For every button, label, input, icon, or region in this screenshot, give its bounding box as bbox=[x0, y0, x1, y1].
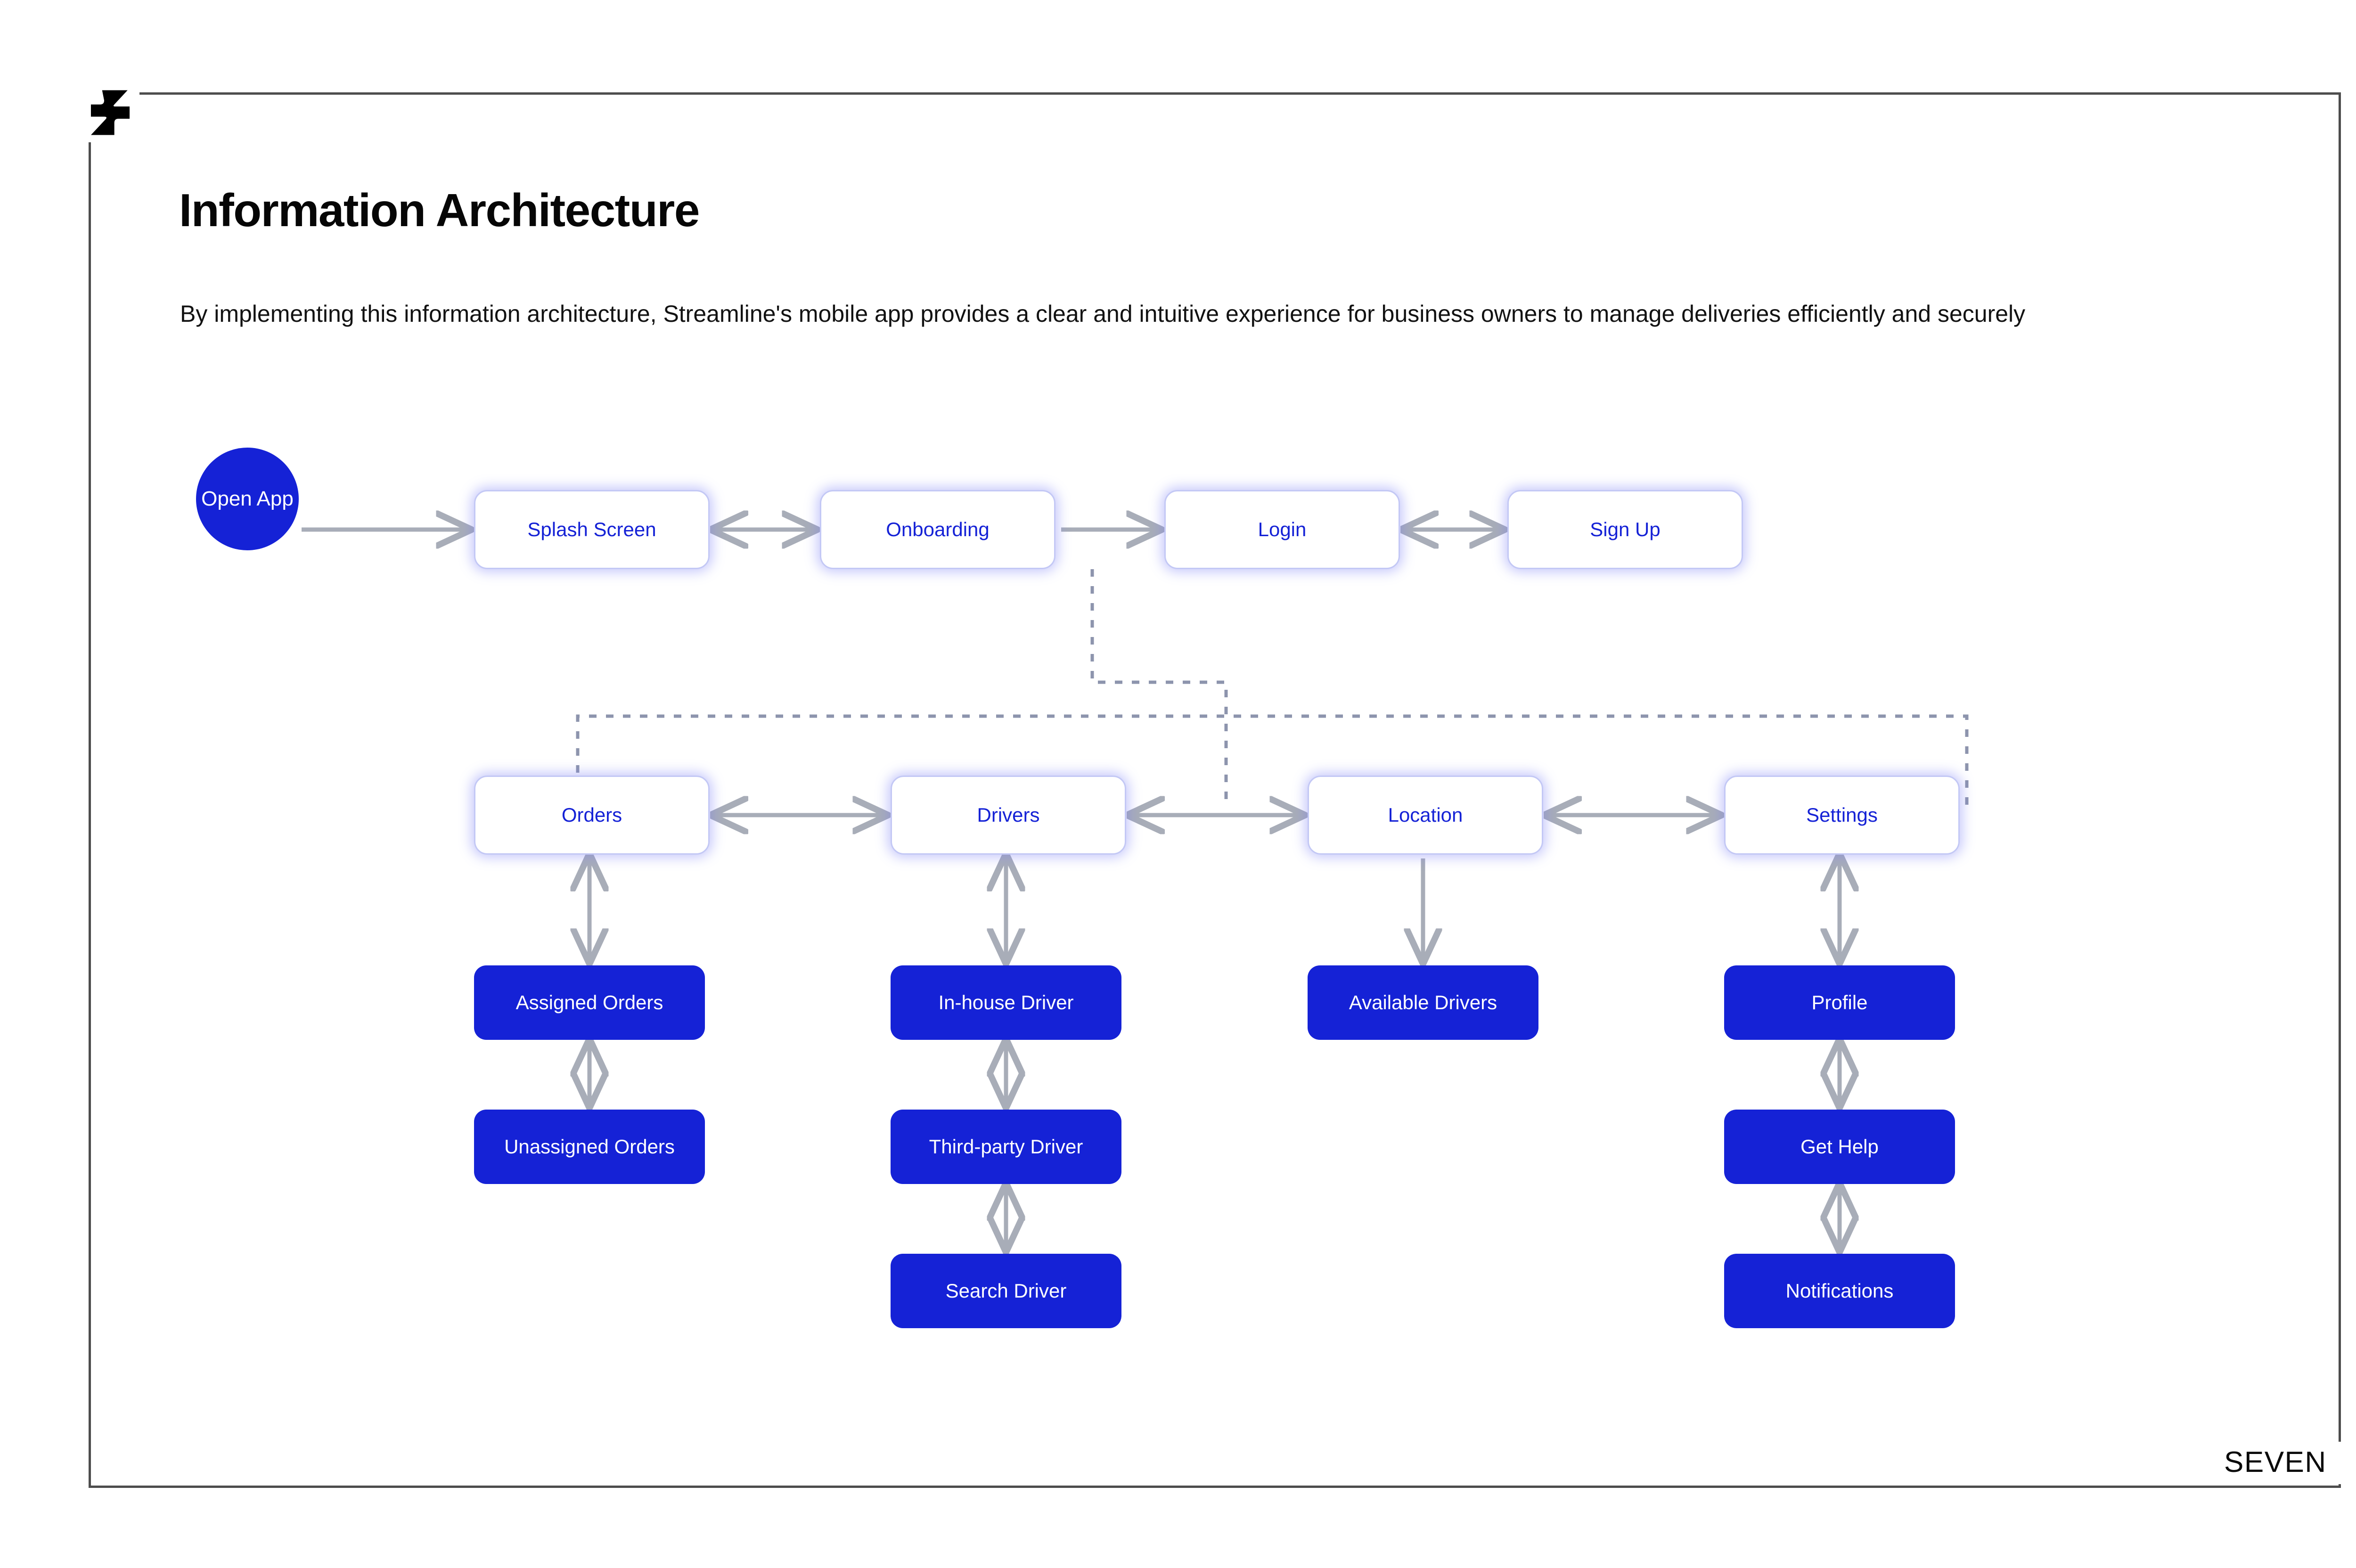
node-available-drivers[interactable]: Available Drivers bbox=[1308, 965, 1538, 1040]
node-label: Unassigned Orders bbox=[504, 1135, 675, 1158]
node-label: Login bbox=[1258, 518, 1307, 540]
node-location[interactable]: Location bbox=[1308, 776, 1543, 855]
node-label: Settings bbox=[1806, 803, 1878, 826]
node-profile[interactable]: Profile bbox=[1724, 965, 1955, 1040]
node-login[interactable]: Login bbox=[1164, 490, 1400, 569]
node-orders[interactable]: Orders bbox=[474, 776, 710, 855]
node-label: Orders bbox=[561, 803, 622, 826]
node-label: Drivers bbox=[977, 803, 1040, 826]
node-splash-screen[interactable]: Splash Screen bbox=[474, 490, 710, 569]
node-sign-up[interactable]: Sign Up bbox=[1507, 490, 1743, 569]
page-title: Information Architecture bbox=[179, 184, 700, 236]
page-subtitle: By implementing this information archite… bbox=[180, 301, 2026, 327]
node-settings[interactable]: Settings bbox=[1724, 776, 1960, 855]
node-search-driver[interactable]: Search Driver bbox=[891, 1254, 1121, 1328]
slide-frame bbox=[89, 92, 2341, 1488]
wordmark-corner-knockout bbox=[2215, 1442, 2351, 1484]
node-label: Splash Screen bbox=[527, 518, 656, 540]
node-third-party-driver[interactable]: Third-party Driver bbox=[891, 1110, 1121, 1184]
node-unassigned-orders[interactable]: Unassigned Orders bbox=[474, 1110, 705, 1184]
node-assigned-orders[interactable]: Assigned Orders bbox=[474, 965, 705, 1040]
node-in-house-driver[interactable]: In-house Driver bbox=[891, 965, 1121, 1040]
node-label: Profile bbox=[1811, 991, 1868, 1013]
node-label: Search Driver bbox=[945, 1279, 1067, 1302]
node-drivers[interactable]: Drivers bbox=[891, 776, 1126, 855]
node-label: Get Help bbox=[1800, 1135, 1879, 1158]
edge-onboarding-dotted-trunk bbox=[1090, 569, 1228, 807]
node-get-help[interactable]: Get Help bbox=[1724, 1110, 1955, 1184]
node-notifications[interactable]: Notifications bbox=[1724, 1254, 1955, 1328]
node-open-app[interactable]: Open App bbox=[196, 448, 299, 550]
node-label: Location bbox=[1388, 803, 1463, 826]
node-label: Third-party Driver bbox=[929, 1135, 1083, 1158]
node-label: Available Drivers bbox=[1349, 991, 1497, 1013]
node-label: In-house Driver bbox=[938, 991, 1074, 1013]
node-label: Onboarding bbox=[886, 518, 990, 540]
node-label: Assigned Orders bbox=[515, 991, 663, 1013]
node-label: Open App bbox=[201, 487, 294, 510]
edge-dotted-distribution-bus bbox=[576, 714, 1969, 807]
node-label: Sign Up bbox=[1590, 518, 1661, 540]
lightning-bolt-icon bbox=[90, 90, 130, 135]
brand-wordmark: SEVEN bbox=[2224, 1446, 2327, 1478]
node-label: Notifications bbox=[1785, 1279, 1894, 1302]
node-onboarding[interactable]: Onboarding bbox=[820, 490, 1055, 569]
